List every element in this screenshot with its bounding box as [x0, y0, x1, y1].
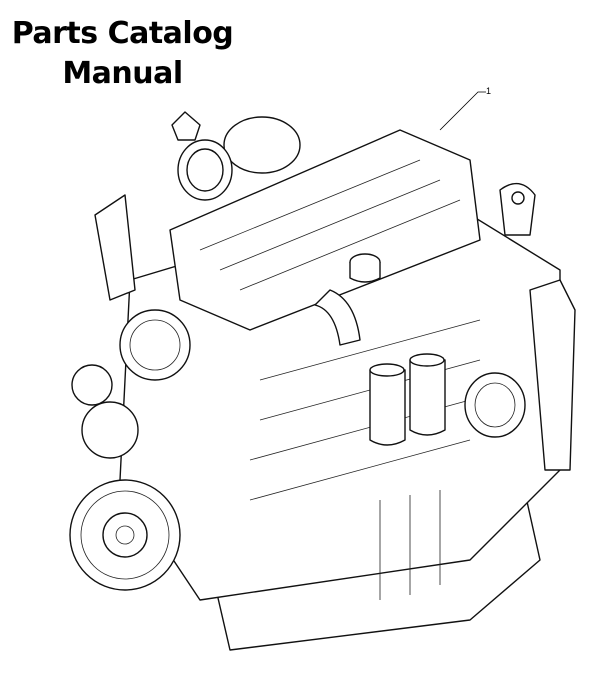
- title-line-1: Parts Catalog: [11, 16, 234, 51]
- title-line-2: Manual: [62, 56, 183, 91]
- document-title: Parts Catalog Manual: [0, 14, 245, 94]
- callout-1: 1: [439, 86, 491, 131]
- callout-label: 1: [486, 86, 491, 96]
